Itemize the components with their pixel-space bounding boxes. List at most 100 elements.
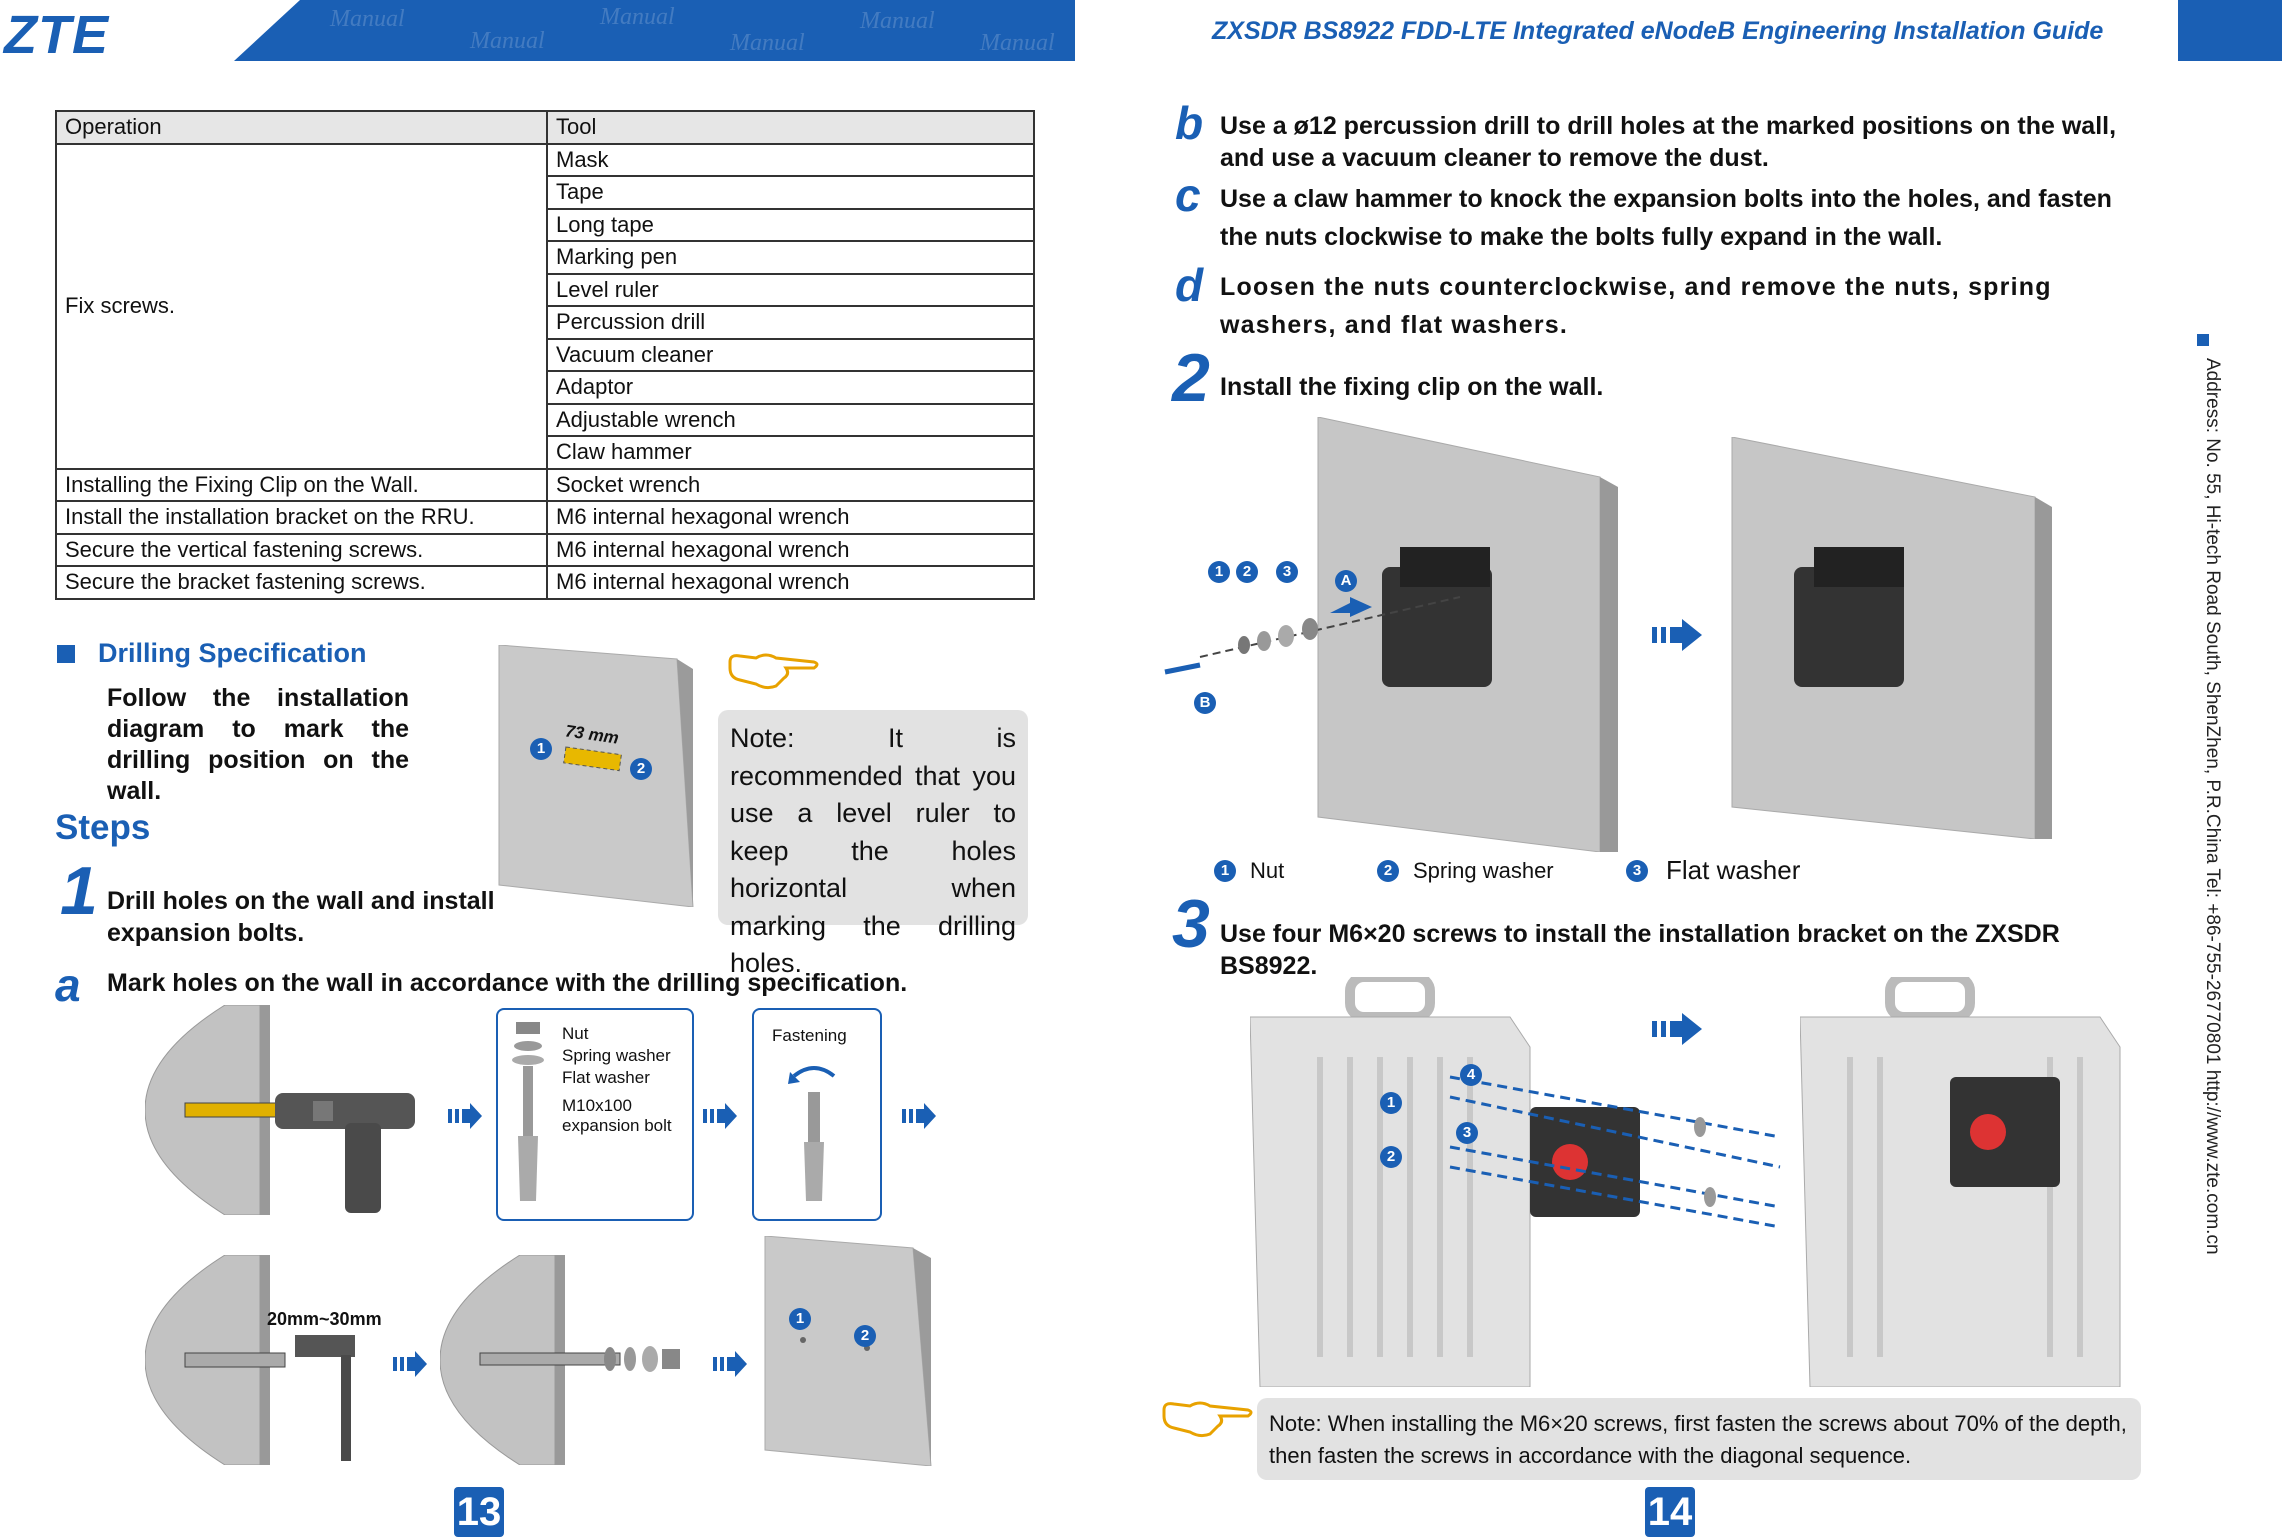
- fixing-clip-installed-illustration: [1731, 437, 2052, 839]
- part-label-flat-washer: Flat washer: [562, 1068, 650, 1087]
- fastening-panel: Fastening: [752, 1008, 882, 1221]
- legend-label-spring-washer: Spring washer: [1413, 858, 1554, 883]
- expansion-bolt-icon: [512, 1022, 544, 1201]
- pointing-hand-icon: [728, 653, 819, 690]
- table-cell-tool: Level ruler: [546, 272, 1035, 307]
- fastening-label: Fastening: [772, 1026, 847, 1045]
- arrow-right-icon: [703, 1103, 737, 1129]
- part-label-nut: Nut: [562, 1024, 589, 1043]
- note-screw-sequence: Note: When installing the M6×20 screws, …: [1257, 1398, 2141, 1480]
- table-cell-tool: Mask: [546, 142, 1035, 177]
- part-label-bolt-size: M10x100: [562, 1096, 632, 1115]
- contact-sidebar: Address: No. 55, Hi-tech Road South, She…: [2195, 340, 2225, 1300]
- arrow-right-icon: [1652, 619, 1702, 651]
- step-1-number: 1: [60, 853, 98, 929]
- hammer-illustration: [145, 1255, 355, 1465]
- table-cell-operation: Secure the bracket fastening screws.: [55, 565, 548, 600]
- watermark: Manual: [860, 8, 935, 34]
- legend-marker-2: 2: [1377, 860, 1399, 882]
- watermark: Manual: [330, 6, 405, 32]
- step-a-text: Mark holes on the wall in accordance wit…: [107, 969, 908, 997]
- legend-label-nut: Nut: [1250, 858, 1285, 883]
- step-2-number: 2: [1172, 340, 1210, 416]
- step-2-text: Install the fixing clip on the wall.: [1220, 373, 1604, 401]
- marker-3: 3: [1456, 1122, 1478, 1144]
- table-row: Secure the vertical fastening screws. M6…: [55, 532, 1035, 567]
- step-b-letter: b: [1175, 97, 1204, 149]
- step-3-number: 3: [1172, 886, 1210, 962]
- section-title-drilling: Drilling Specification: [98, 638, 367, 668]
- steps-title: Steps: [55, 808, 151, 847]
- table-cell-operation: Installing the Fixing Clip on the Wall.: [55, 467, 548, 502]
- legend-label-flat-washer: Flat washer: [1666, 855, 1801, 885]
- zte-logo: ZTE: [4, 5, 109, 65]
- arrow-right-icon: [713, 1351, 747, 1377]
- step-b-text: Use a ø12 percussion drill to drill hole…: [1220, 112, 2117, 172]
- watermark: Manual: [980, 30, 1055, 56]
- marker-1: 1: [1380, 1092, 1402, 1114]
- table-cell-tool: Marking pen: [546, 240, 1035, 275]
- section-bullet: [57, 645, 75, 663]
- table-cell-tool: Long tape: [546, 207, 1035, 242]
- fastening-bolt-icon: [788, 1066, 836, 1201]
- step-d-letter: d: [1175, 259, 1204, 311]
- pointing-hand-icon: [1162, 1401, 1253, 1438]
- table-header-tool: Tool: [546, 110, 1035, 145]
- marker-1: 1: [789, 1308, 811, 1330]
- rru-bracket-installed-illustration: [1800, 977, 2121, 1387]
- watermark: Manual: [470, 28, 545, 54]
- clip-label-b: B: [1194, 692, 1216, 714]
- table-row: Secure the bracket fastening screws. M6 …: [55, 565, 1035, 600]
- drilled-wall-illustration: [764, 1236, 932, 1466]
- marker-3: 3: [1276, 561, 1298, 583]
- arrow-right-icon: [902, 1103, 936, 1129]
- step-d-text: Loosen the nuts counterclockwise, and re…: [1220, 273, 2052, 339]
- table-cell-tool: Vacuum cleaner: [546, 337, 1035, 372]
- legend-marker-1: 1: [1214, 860, 1236, 882]
- bolt-parts-panel: Nut Spring washer Flat washer M10x100 ex…: [496, 1008, 694, 1221]
- marker-2: 2: [1236, 561, 1258, 583]
- table-cell-operation: Secure the vertical fastening screws.: [55, 532, 548, 567]
- table-cell-operation: Install the installation bracket on the …: [55, 500, 548, 535]
- table-cell-tool: Adaptor: [546, 370, 1035, 405]
- rru-bracket-exploded-illustration: [1250, 977, 1781, 1387]
- table-cell-tool: Claw hammer: [546, 435, 1035, 470]
- drill-illustration: [145, 1005, 415, 1215]
- page-number-right: 14: [1645, 1487, 1695, 1537]
- table-cell-tool: M6 internal hexagonal wrench: [546, 500, 1035, 535]
- arrow-right-icon: [393, 1351, 427, 1377]
- sidebar-bullet: [2197, 334, 2209, 346]
- bolt-removal-illustration: [440, 1255, 680, 1465]
- drilling-instructions: Follow the installation diagram to mark …: [107, 684, 409, 805]
- table-header-operation: Operation: [55, 110, 548, 145]
- clip-label-a: A: [1335, 570, 1357, 592]
- page-number-left: 13: [454, 1487, 504, 1537]
- table-cell-tool: Adjustable wrench: [546, 402, 1035, 437]
- contact-info: Address: No. 55, Hi-tech Road South, She…: [2202, 358, 2223, 1255]
- marker-2: 2: [630, 758, 652, 780]
- fixing-clip-exploded-illustration: [1164, 417, 1618, 852]
- arrow-right-icon: [1652, 1013, 1702, 1045]
- document-title: ZXSDR BS8922 FDD-LTE Integrated eNodeB E…: [1212, 17, 2104, 45]
- part-label-spring-washer: Spring washer: [562, 1046, 671, 1065]
- part-label-expansion-bolt: expansion bolt: [562, 1116, 672, 1135]
- table-row: Installing the Fixing Clip on the Wall. …: [55, 467, 1035, 502]
- table-cell-tool: M6 internal hexagonal wrench: [546, 532, 1035, 567]
- header-banner-right: [2178, 0, 2282, 61]
- marker-2: 2: [1380, 1146, 1402, 1168]
- watermark: Manual: [730, 30, 805, 56]
- table-row: Install the installation bracket on the …: [55, 500, 1035, 535]
- legend-marker-3: 3: [1626, 860, 1648, 882]
- marker-4: 4: [1460, 1064, 1482, 1086]
- step-c-text: Use a claw hammer to knock the expansion…: [1220, 185, 2112, 251]
- table-cell-operation: Fix screws.: [55, 142, 548, 470]
- step-3-text: Use four M6×20 screws to install the ins…: [1220, 920, 2060, 980]
- arrow-right-icon: [448, 1103, 482, 1129]
- depth-label: 20mm~30mm: [267, 1309, 382, 1329]
- note-level-ruler: Note: It is recommended that you use a l…: [718, 710, 1028, 978]
- marker-2: 2: [854, 1325, 876, 1347]
- tools-table: Operation Tool Fix screws. Mask Tape Lon…: [55, 110, 1035, 600]
- step-a-letter: a: [55, 959, 81, 1011]
- table-cell-tool: Tape: [546, 175, 1035, 210]
- table-cell-tool: Socket wrench: [546, 467, 1035, 502]
